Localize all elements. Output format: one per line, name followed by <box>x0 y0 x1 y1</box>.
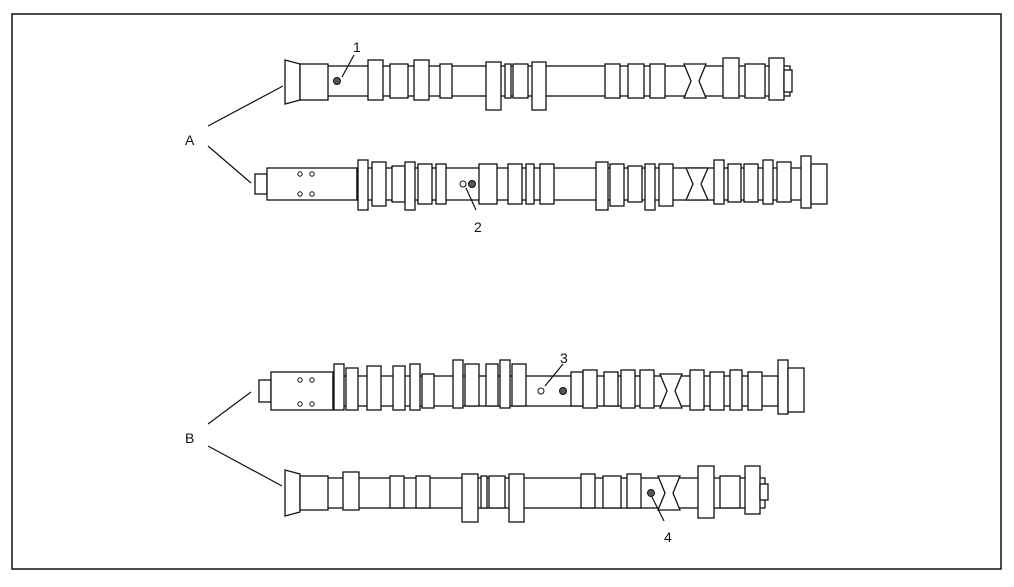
group-label-b: B <box>185 430 194 446</box>
leader-a-lower <box>207 145 252 184</box>
camshaft-b-upper <box>258 359 805 415</box>
diagram-frame <box>11 13 1002 570</box>
callout-3: 3 <box>560 350 568 366</box>
callout-3-leader <box>544 363 564 387</box>
callout-2: 2 <box>474 219 482 235</box>
callout-4-leader <box>651 496 665 522</box>
callout-4: 4 <box>664 529 672 545</box>
leader-b-lower <box>207 445 283 487</box>
leader-b-upper <box>207 391 252 425</box>
callout-1-leader <box>341 54 355 78</box>
camshaft-a-lower <box>254 155 828 211</box>
callout-2-leader <box>465 187 477 211</box>
callout-1: 1 <box>353 39 361 55</box>
camshaft-b-lower <box>284 465 769 523</box>
group-label-a: A <box>185 132 195 148</box>
camshaft-a-upper <box>284 57 793 111</box>
leader-a-upper <box>207 85 284 127</box>
